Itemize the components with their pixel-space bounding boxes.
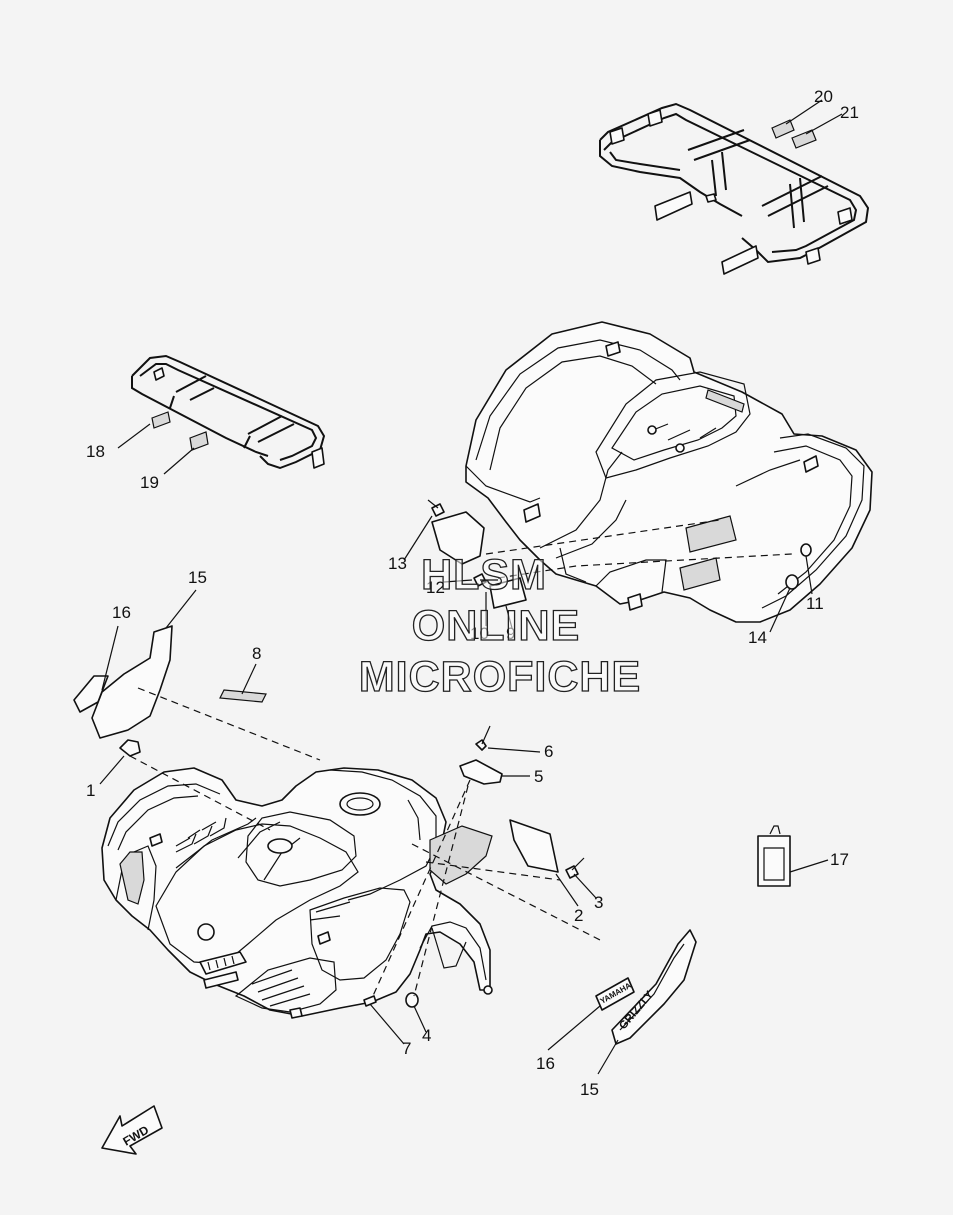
callout-10: 10 (470, 624, 489, 643)
callout-13: 13 (388, 554, 407, 573)
callout-18: 18 (86, 442, 105, 461)
watermark-line3: MICROFICHE (359, 653, 641, 701)
callout-19: 19 (140, 473, 159, 492)
watermark-line1: HLSM (421, 551, 547, 599)
watermark: HLSM ONLINE MICROFICHE (358, 550, 641, 701)
front-fender (101, 767, 493, 1019)
callout-14: 14 (748, 628, 767, 647)
callout-9: 9 (506, 624, 515, 643)
callout-1: 1 (86, 781, 95, 800)
callout-4: 4 (422, 1026, 431, 1045)
callout-15: 15 (188, 568, 207, 587)
callout-11: 11 (806, 594, 824, 613)
callout-numbers: 1 2 3 4 5 6 7 8 9 10 11 12 13 14 15 16 1… (86, 87, 859, 1099)
fwd-arrow: FWD (101, 1105, 163, 1155)
callout-20: 20 (814, 87, 833, 106)
leader-lines (99, 99, 843, 1075)
callout-3: 3 (594, 893, 603, 912)
callout-12: 12 (426, 578, 445, 597)
callout-16: 16 (112, 603, 131, 622)
callout-6: 6 (544, 742, 553, 761)
callout-21: 21 (840, 103, 859, 122)
watermark-line2: ONLINE (412, 602, 580, 650)
callout-17: 17 (830, 850, 849, 869)
callout-5: 5 (534, 767, 543, 786)
front-carrier (131, 354, 326, 470)
rear-carrier (599, 102, 870, 275)
callout-16-right: 16 (536, 1054, 555, 1073)
small-parts: YAMAHA GRIZZLY (73, 499, 812, 1045)
callout-7: 7 (402, 1039, 411, 1058)
rear-fender (465, 321, 873, 623)
callout-15-right: 15 (580, 1080, 599, 1099)
callout-8: 8 (252, 644, 261, 663)
callout-2: 2 (574, 906, 583, 925)
